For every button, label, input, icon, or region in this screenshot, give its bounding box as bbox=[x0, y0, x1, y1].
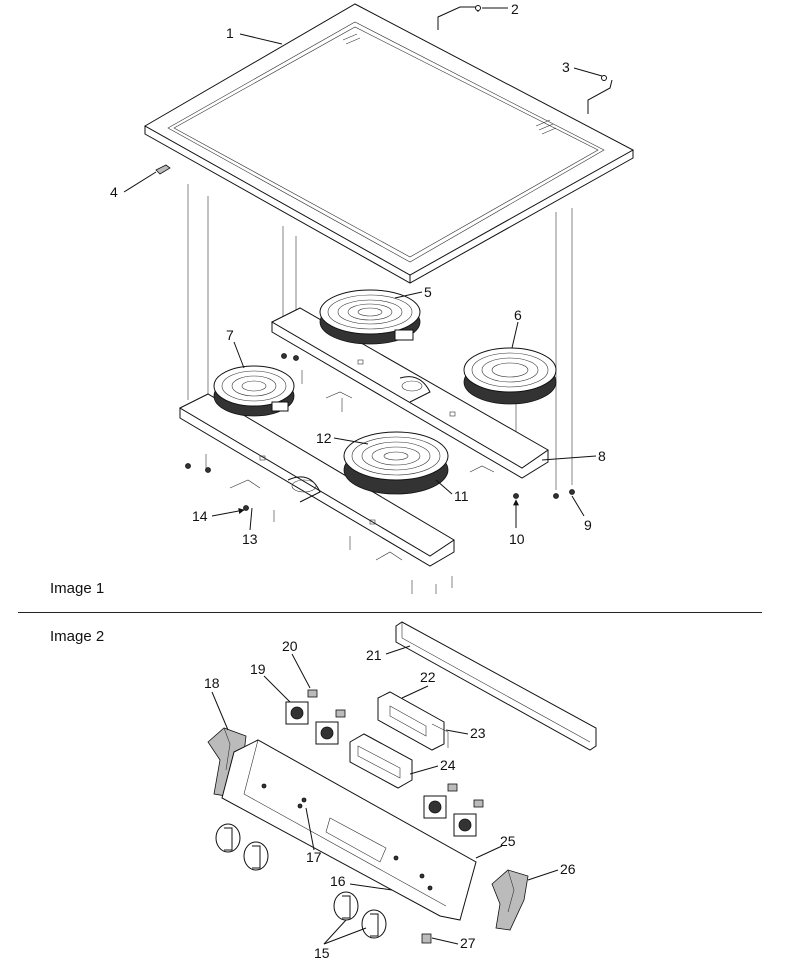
switch-19b bbox=[315, 721, 339, 745]
bracket-2 bbox=[437, 5, 481, 30]
display-24 bbox=[349, 733, 413, 789]
switch-right-2 bbox=[453, 813, 477, 837]
callout-27: 27 bbox=[460, 935, 476, 951]
callout-13: 13 bbox=[242, 531, 258, 547]
switch-19 bbox=[285, 701, 309, 725]
callout-22: 22 bbox=[420, 669, 436, 685]
callout-19: 19 bbox=[250, 661, 266, 677]
switch-right-1 bbox=[423, 795, 447, 819]
callout-7: 7 bbox=[226, 327, 234, 343]
support-bracket-front bbox=[178, 393, 455, 567]
callout-4: 4 bbox=[110, 184, 118, 200]
panel-divider bbox=[18, 612, 762, 613]
callout-26: 26 bbox=[560, 861, 576, 877]
panel-title-image-2: Image 2 bbox=[50, 628, 105, 645]
clip-27 bbox=[421, 933, 432, 944]
callout-21: 21 bbox=[366, 647, 382, 663]
callout-20: 20 bbox=[282, 638, 298, 654]
element-5 bbox=[319, 289, 421, 345]
end-cap-26 bbox=[491, 869, 529, 931]
clip-4 bbox=[155, 164, 171, 175]
callout-24: 24 bbox=[440, 757, 456, 773]
indicator-lights bbox=[307, 689, 484, 808]
callout-18: 18 bbox=[204, 675, 220, 691]
cooktop-glass-top bbox=[143, 3, 635, 284]
callout-10: 10 bbox=[509, 531, 525, 547]
control-panel-25 bbox=[221, 739, 477, 921]
callout-16: 16 bbox=[330, 873, 346, 889]
callout-17: 17 bbox=[306, 849, 322, 865]
callout-14: 14 bbox=[192, 508, 208, 524]
callout-1: 1 bbox=[226, 25, 234, 41]
leaders-image-2 bbox=[211, 645, 559, 945]
callout-5: 5 bbox=[424, 284, 432, 300]
callout-8: 8 bbox=[598, 448, 606, 464]
callout-11: 11 bbox=[454, 488, 469, 504]
element-7 bbox=[213, 365, 295, 417]
leaders-image-1 bbox=[123, 7, 603, 531]
callout-23: 23 bbox=[470, 725, 486, 741]
clock-board-22 bbox=[377, 691, 445, 751]
screws bbox=[185, 353, 575, 594]
callout-3: 3 bbox=[562, 59, 570, 75]
callout-2: 2 bbox=[511, 1, 519, 17]
panel-title-image-1: Image 1 bbox=[50, 580, 105, 597]
callout-15: 15 bbox=[314, 945, 330, 961]
knobs bbox=[215, 823, 387, 939]
bracket-3 bbox=[587, 75, 613, 114]
callout-9: 9 bbox=[584, 517, 592, 533]
bracket-23 bbox=[431, 723, 449, 748]
callouts-image-1: 1 2 3 4 5 6 7 8 9 10 11 12 13 14 bbox=[110, 1, 606, 547]
trim-strip-21 bbox=[395, 621, 597, 751]
element-6 bbox=[463, 347, 557, 405]
support-bracket-rear bbox=[270, 307, 549, 479]
callout-25: 25 bbox=[500, 833, 516, 849]
callout-6: 6 bbox=[514, 307, 522, 323]
callouts-image-2: 15 16 17 18 19 20 21 22 23 24 25 26 27 bbox=[204, 638, 576, 961]
element-11 bbox=[343, 431, 449, 495]
callout-12: 12 bbox=[316, 430, 332, 446]
